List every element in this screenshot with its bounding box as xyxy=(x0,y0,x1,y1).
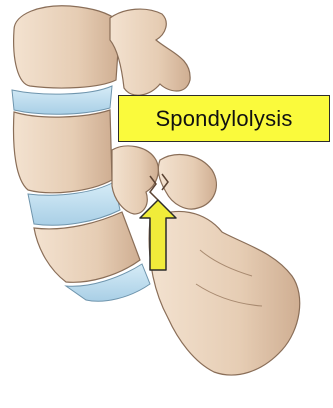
disc-l3-l4 xyxy=(12,86,112,114)
spondylolysis-label: Spondylolysis xyxy=(155,106,292,132)
sacrum xyxy=(149,211,300,375)
spondylolysis-label-box: Spondylolysis xyxy=(118,95,330,142)
vertebra-l4 xyxy=(14,110,112,193)
vertebra-l3 xyxy=(14,6,120,88)
